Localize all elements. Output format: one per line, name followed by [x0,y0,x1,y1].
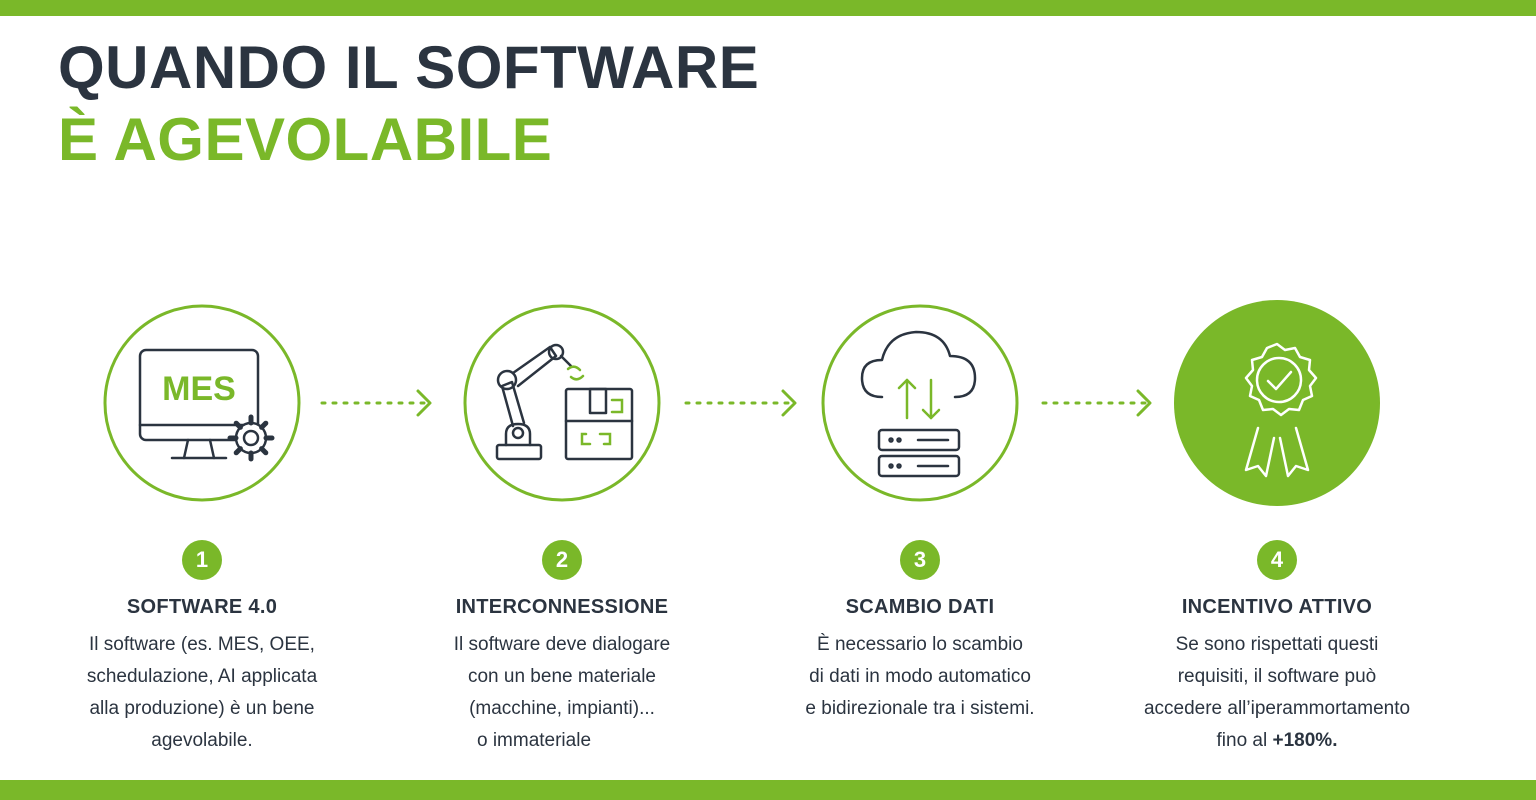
step-1: 1 SOFTWARE 4.0 Il software (es. MES, OEE… [42,540,362,757]
step-2-description: Il software deve dialogare con un bene m… [402,629,722,757]
step-3-number-badge: 3 [900,540,940,580]
arrow-2-3 [684,389,797,417]
award-badge-check-icon [1244,342,1318,478]
title-line-1: QUANDO IL SOFTWARE [58,34,760,101]
step-3-desc-line: È necessario lo scambio [817,634,1023,655]
step-1-desc-line: Il software (es. MES, OEE, [89,634,315,655]
step-1-description: Il software (es. MES, OEE, schedulazione… [42,629,362,757]
step-1-title: SOFTWARE 4.0 [126,596,278,618]
title-line-2: È AGEVOLABILE [58,106,553,173]
step-1-number-badge: 1 [182,540,222,580]
step-4-incentive-value: +180%. [1272,730,1338,751]
step-4-title: INCENTIVO ATTIVO [1181,596,1373,618]
step-3: 3 SCAMBIO DATI È necessario lo scambio d… [760,540,1080,725]
top-accent-bar [0,0,1536,16]
step-2-number-badge: 2 [542,540,582,580]
step-4-number-badge: 4 [1257,540,1297,580]
step-4-desc-prefix: fino al [1216,730,1273,751]
step-4-desc-last-line: fino al +180%. [1117,725,1437,757]
step-3-desc-line: di dati in modo automatico [809,666,1031,687]
step-2-desc-line: (macchine, impianti)... [469,698,655,719]
page-title: QUANDO IL SOFTWARE È AGEVOLABILE [58,38,759,170]
step-3-description: È necessario lo scambio di dati in modo … [760,629,1080,725]
step-4-description: Se sono rispettati questi requisiti, il … [1117,629,1437,757]
step-4-desc-line: accedere all’iperammortamento [1143,698,1411,719]
step-4-desc-line: requisiti, il software può [1177,666,1377,687]
step-3-title: SCAMBIO DATI [845,596,995,618]
mes-monitor-gear-icon [138,348,275,462]
robot-arm-box-icon [495,343,634,461]
step-2: 2 INTERCONNESSIONE Il software deve dial… [402,540,722,757]
bottom-accent-bar [0,780,1536,800]
sync-arrows [897,378,941,420]
step-1-desc-line: agevolabile. [151,730,253,751]
mes-label: MES [162,370,236,408]
step-1-circle [103,304,301,502]
step-4: 4 INCENTIVO ATTIVO Se sono rispettati qu… [1117,540,1437,757]
arrow-1-2 [320,389,432,417]
step-2-circle [463,304,661,502]
step-2-desc-line: o immateriale [476,730,592,751]
cloud-server-sync-icon [860,330,977,478]
step-3-desc-line: e bidirezionale tra i sistemi. [805,698,1035,719]
step-1-desc-line: alla produzione) è un bene [89,698,315,719]
step-4-desc-line: Se sono rispettati questi [1175,634,1379,655]
step-3-circle [821,304,1019,502]
robot-accent-marks [566,365,624,446]
step-2-desc-line: Il software deve dialogare [453,634,671,655]
step-2-title: INTERCONNESSIONE [455,596,669,618]
step-1-desc-line: schedulazione, AI applicata [86,666,318,687]
step-2-desc-line: con un bene materiale [467,666,656,687]
arrow-3-4 [1041,389,1152,417]
